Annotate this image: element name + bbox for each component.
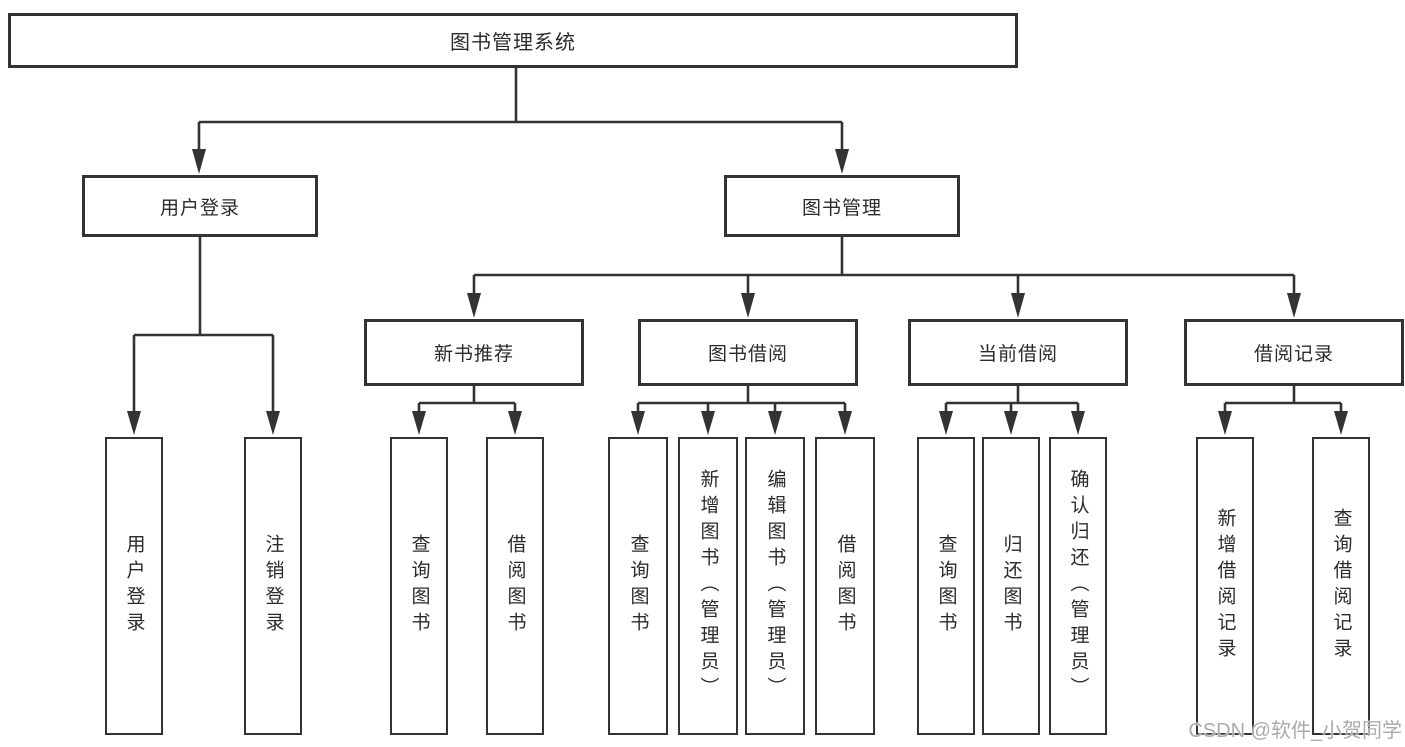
node-label: 查询借阅记录 — [1330, 508, 1352, 664]
node-user-login: 用户登录 — [82, 175, 318, 237]
connector-current-borrow — [944, 386, 1080, 414]
node-label: 查询图书 — [935, 534, 957, 638]
node-label: 图书管理系统 — [450, 32, 576, 54]
node-label: 图书借阅 — [707, 344, 788, 365]
node-label: 查询图书 — [408, 534, 430, 638]
leaf-borrow-books-recommend: 借阅图书 — [486, 437, 544, 735]
node-current-borrowing: 当前借阅 — [908, 319, 1128, 386]
node-library-management-system: 图书管理系统 — [8, 13, 1018, 68]
leaf-confirm-return-admin: 确认归还（管理员） — [1049, 437, 1107, 735]
node-label: 借阅记录 — [1253, 344, 1334, 365]
node-label: 归还图书 — [1000, 534, 1022, 638]
leaf-add-books-admin: 新增图书（管理员） — [678, 437, 738, 735]
leaf-add-borrow-record: 新增借阅记录 — [1196, 437, 1254, 735]
node-label: 借阅图书 — [834, 534, 856, 638]
leaf-query-books-borrow: 查询图书 — [608, 437, 668, 735]
node-label: 当前借阅 — [977, 344, 1058, 365]
leaf-edit-books-admin: 编辑图书（管理员） — [745, 437, 805, 735]
leaf-user-login: 用户登录 — [105, 437, 163, 735]
node-book-management: 图书管理 — [724, 175, 960, 237]
node-label: 查询图书 — [627, 534, 649, 638]
connector-book-borrow — [636, 386, 847, 414]
node-label: 图书管理 — [801, 197, 882, 219]
connector-root — [197, 68, 844, 152]
leaf-query-books-recommend: 查询图书 — [390, 437, 448, 735]
connector-user-login — [132, 237, 275, 412]
node-label: 借阅图书 — [504, 534, 526, 638]
arrowheads — [127, 149, 1348, 435]
node-label: 注销登录 — [262, 534, 284, 638]
connector-book-mgmt — [472, 237, 1296, 296]
leaf-query-borrow-record: 查询借阅记录 — [1312, 437, 1370, 735]
leaf-borrow-books: 借阅图书 — [815, 437, 875, 735]
node-label: 新增图书（管理员） — [697, 469, 719, 703]
node-book-borrowing: 图书借阅 — [638, 319, 858, 386]
leaf-return-books: 归还图书 — [982, 437, 1040, 735]
node-label: 用户登录 — [123, 534, 145, 638]
node-label: 新增借阅记录 — [1214, 508, 1236, 664]
connector-new-books — [417, 386, 517, 414]
leaf-logout: 注销登录 — [244, 437, 302, 735]
connector-borrow-records — [1223, 386, 1343, 414]
csdn-watermark: CSDN @软件_小贺同学 — [1188, 720, 1402, 742]
node-borrowing-records: 借阅记录 — [1184, 319, 1404, 386]
node-label: 编辑图书（管理员） — [764, 469, 786, 703]
node-label: 用户登录 — [159, 197, 240, 219]
node-label: 确认归还（管理员） — [1067, 469, 1089, 703]
node-new-book-recommend: 新书推荐 — [364, 319, 584, 386]
leaf-query-books-current: 查询图书 — [917, 437, 975, 735]
node-label: 新书推荐 — [433, 344, 514, 365]
